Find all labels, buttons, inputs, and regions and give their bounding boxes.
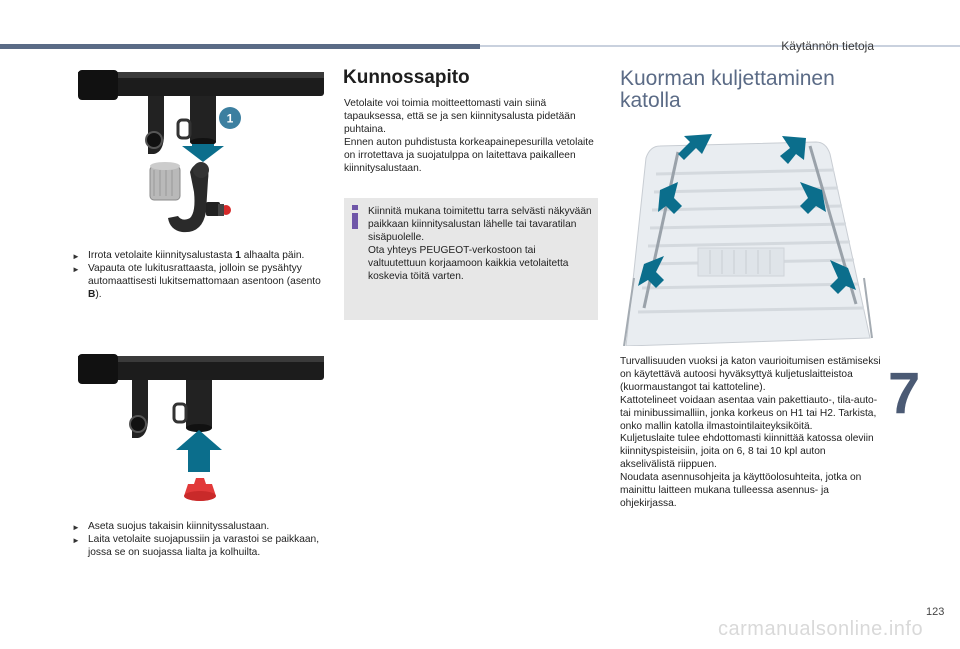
header-rule [480, 45, 960, 47]
maintenance-text: Vetolaite voi toimia moitteettomasti vai… [344, 98, 600, 175]
list-item: ► Aseta suojus takaisin kiinnityssalusta… [72, 521, 270, 532]
bullet-icon: ► [72, 536, 80, 545]
page-number: 123 [926, 606, 945, 618]
list-item: ► Laita vetolaite suojapussiin ja varast… [72, 534, 320, 558]
cap-refit-illustration [78, 354, 324, 501]
bullet-icon: ► [72, 252, 80, 261]
roof-mounting-points-illustration [623, 134, 873, 346]
info-box: Kiinnitä mukana toimitettu tarra selväst… [344, 198, 598, 320]
storage-steps-list: ► Aseta suojus takaisin kiinnityssalusta… [72, 520, 334, 559]
paragraph: Noudata asennusohjeita ja käyttöolosuhte… [620, 472, 862, 509]
list-item: ► Irrota vetolaite kiinnitysalustasta 1 … [72, 250, 305, 261]
paragraph: Kuljetuslaite tulee ehdottomasti kiinnit… [620, 433, 874, 471]
header-bar [0, 44, 480, 49]
info-icon [352, 205, 358, 229]
callout-1: 1 [227, 112, 234, 126]
info-text: Kiinnitä mukana toimitettu tarra selväst… [368, 206, 592, 243]
list-item: ► Vapauta ote lukitusrattaasta, jolloin … [72, 263, 321, 300]
roof-load-heading: Kuorman kuljettaminen katolla [620, 68, 835, 112]
info-text: Ota yhteys PEUGEOT-verkostoon tai valtuu… [368, 244, 569, 282]
chapter-number: 7 [888, 361, 921, 426]
towbar-removal-illustration: 1 [78, 70, 324, 233]
paragraph: Turvallisuuden vuoksi ja katon vaurioitu… [620, 356, 881, 393]
footer-watermark: carmanualsonline.info [718, 618, 924, 640]
section-title: Käytännön tietoja [781, 39, 874, 53]
heading-line: katolla [620, 89, 681, 112]
paragraph: Vetolaite voi toimia moitteettomasti vai… [344, 98, 576, 135]
bullet-icon: ► [72, 265, 80, 274]
roof-load-text: Turvallisuuden vuoksi ja katon vaurioitu… [620, 356, 882, 511]
bullet-icon: ► [72, 523, 80, 532]
maintenance-heading: Kunnossapito [343, 67, 470, 88]
paragraph: Ennen auton puhdistusta korkeapainepesur… [344, 136, 594, 174]
heading-line: Kuorman kuljettaminen [620, 67, 835, 90]
removal-steps-list: ► Irrota vetolaite kiinnitysalustasta 1 … [72, 249, 328, 301]
paragraph: Kattotelineet voidaan asentaa vain paket… [620, 394, 878, 432]
